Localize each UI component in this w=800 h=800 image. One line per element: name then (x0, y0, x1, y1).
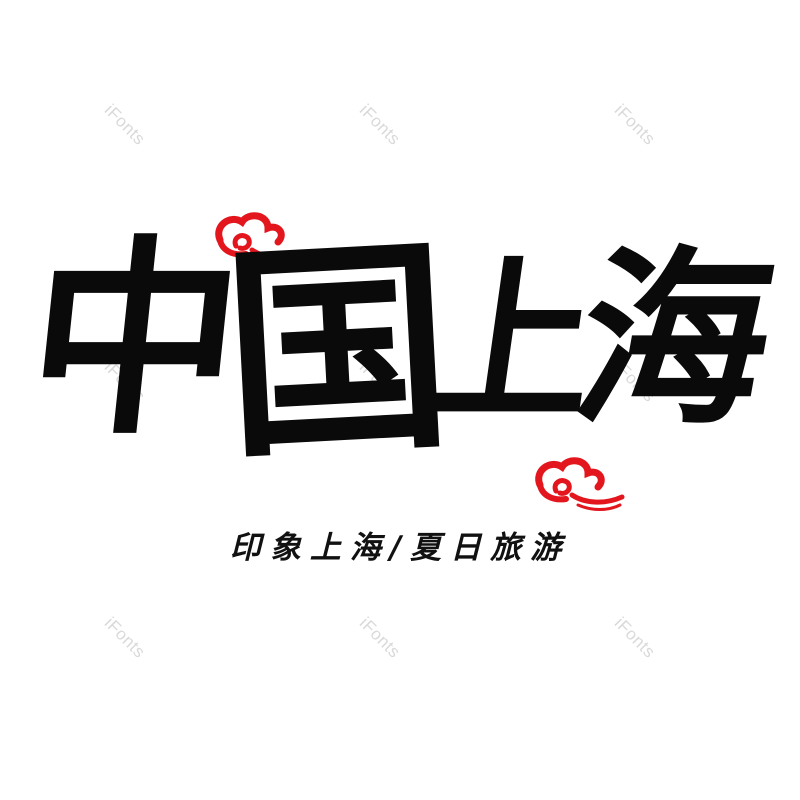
watermark: iFonts (610, 613, 660, 662)
watermark: iFonts (100, 100, 150, 149)
auspicious-cloud-icon (215, 212, 305, 266)
watermark: iFonts (355, 613, 405, 662)
watermark: iFonts (610, 100, 660, 149)
watermark: iFonts (355, 100, 405, 149)
title-char-hai: 海 (560, 228, 790, 451)
watermark: iFonts (100, 613, 150, 662)
auspicious-cloud-icon (535, 457, 625, 511)
title-char-zhong: 中 (17, 216, 254, 463)
subtitle: 印象上海/夏日旅游 (229, 530, 571, 566)
calligraphy-title: 中 国 上 海 (17, 214, 790, 515)
